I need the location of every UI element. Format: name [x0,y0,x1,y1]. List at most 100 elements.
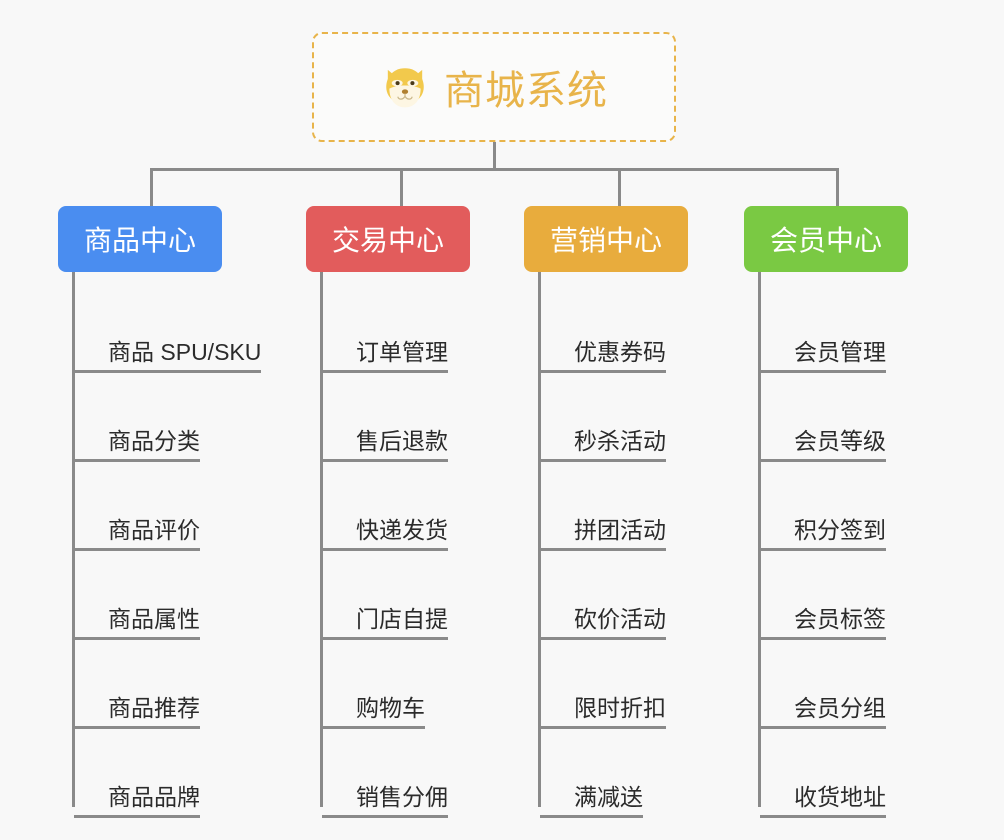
list-item[interactable]: 门店自提 [322,551,470,640]
list-item-label: 商品分类 [108,429,200,462]
item-underline [322,548,356,551]
connector-root-stem [493,142,496,170]
branch-header-label: 营销中心 [550,225,663,256]
list-item-label: 会员分组 [794,696,886,729]
branch-children-3: 优惠券码 秒杀活动 拼团活动 砍价活动 限时折扣 满减送 [524,272,688,818]
list-item-label: 满减送 [574,785,643,818]
list-item-label: 秒杀活动 [574,429,666,462]
branch-spine-4 [758,272,761,807]
item-underline [540,815,574,818]
branch-column-3: 营销中心 优惠券码 秒杀活动 拼团活动 砍价活动 限时折扣 [524,206,689,818]
list-item[interactable]: 商品分类 [74,373,261,462]
branch-spine-3 [538,272,541,807]
item-underline [760,637,794,640]
list-item[interactable]: 会员等级 [760,373,908,462]
branch-header-label: 商品中心 [84,225,197,256]
list-item-label: 购物车 [356,696,425,729]
list-item[interactable]: 会员分组 [760,640,908,729]
item-underline [74,459,108,462]
item-underline [760,815,794,818]
list-item[interactable]: 商品评价 [74,462,261,551]
list-item-label: 优惠券码 [574,340,666,373]
item-underline [540,459,574,462]
item-underline [74,548,108,551]
list-item-label: 会员等级 [794,429,886,462]
branch-column-1: 商品中心 商品 SPU/SKU 商品分类 商品评价 商品属性 商品推荐 [58,206,262,818]
branch-spine-2 [320,272,323,807]
list-item[interactable]: 订单管理 [322,284,470,373]
list-item-label: 会员标签 [794,607,886,640]
list-item-label: 门店自提 [356,607,448,640]
list-item-label: 砍价活动 [574,607,666,640]
branch-children-1: 商品 SPU/SKU 商品分类 商品评价 商品属性 商品推荐 商品品牌 [58,272,262,818]
connector-horizontal-bus [150,168,836,171]
branch-children-2: 订单管理 售后退款 快递发货 门店自提 购物车 销售分佣 [306,272,470,818]
list-item-label: 商品品牌 [108,785,200,818]
item-underline [322,726,356,729]
item-underline [74,637,108,640]
list-item[interactable]: 商品品牌 [74,729,261,818]
list-item[interactable]: 销售分佣 [322,729,470,818]
item-underline [540,370,574,373]
branch-column-2: 交易中心 订单管理 售后退款 快递发货 门店自提 购物车 [306,206,471,818]
connector-drop-2 [400,168,403,206]
connector-drop-3 [618,168,621,206]
list-item[interactable]: 会员管理 [760,284,908,373]
branch-header-4[interactable]: 会员中心 [744,206,909,272]
list-item[interactable]: 商品 SPU/SKU [74,284,262,373]
item-underline [74,726,108,729]
branch-header-1[interactable]: 商品中心 [58,206,223,272]
list-item-label: 销售分佣 [356,785,448,818]
list-item-label: 售后退款 [356,429,448,462]
item-underline [322,637,356,640]
item-underline [760,726,794,729]
list-item[interactable]: 拼团活动 [540,462,688,551]
list-item[interactable]: 商品推荐 [74,640,261,729]
list-item-label: 商品推荐 [108,696,200,729]
branch-column-4: 会员中心 会员管理 会员等级 积分签到 会员标签 会员分组 [744,206,909,818]
list-item[interactable]: 积分签到 [760,462,908,551]
list-item[interactable]: 限时折扣 [540,640,688,729]
root-title: 商城系统 [444,69,608,113]
list-item-label: 会员管理 [794,340,886,373]
root-node[interactable]: 商城系统 [312,32,676,142]
list-item[interactable]: 优惠券码 [540,284,688,373]
list-item[interactable]: 售后退款 [322,373,470,462]
connector-drop-4 [836,168,839,206]
list-item[interactable]: 秒杀活动 [540,373,688,462]
list-item[interactable]: 购物车 [322,640,470,729]
branch-header-label: 会员中心 [770,225,883,256]
item-underline [540,726,574,729]
branch-header-label: 交易中心 [332,225,445,256]
list-item-label: 收货地址 [794,785,886,818]
item-underline [760,459,794,462]
branch-spine-1 [72,272,75,807]
shiba-dog-face-icon [380,62,430,112]
connector-drop-1 [150,168,153,206]
item-underline [74,370,108,373]
list-item[interactable]: 满减送 [540,729,688,818]
branch-children-4: 会员管理 会员等级 积分签到 会员标签 会员分组 收货地址 [744,272,908,818]
item-underline [760,370,794,373]
list-item-label: 商品属性 [108,607,200,640]
list-item[interactable]: 快递发货 [322,462,470,551]
item-underline [540,548,574,551]
list-item-label: 限时折扣 [574,696,666,729]
list-item-label: 拼团活动 [574,518,666,551]
list-item-label: 商品 SPU/SKU [108,340,262,373]
list-item-label: 积分签到 [794,518,886,551]
branch-header-3[interactable]: 营销中心 [524,206,689,272]
list-item[interactable]: 砍价活动 [540,551,688,640]
list-item-label: 商品评价 [108,518,200,551]
branch-header-2[interactable]: 交易中心 [306,206,471,272]
list-item[interactable]: 收货地址 [760,729,908,818]
list-item-label: 快递发货 [356,518,448,551]
list-item[interactable]: 会员标签 [760,551,908,640]
item-underline [322,815,356,818]
list-item[interactable]: 商品属性 [74,551,261,640]
item-underline [540,637,574,640]
list-item-label: 订单管理 [356,340,448,373]
item-underline [322,370,356,373]
item-underline [322,459,356,462]
